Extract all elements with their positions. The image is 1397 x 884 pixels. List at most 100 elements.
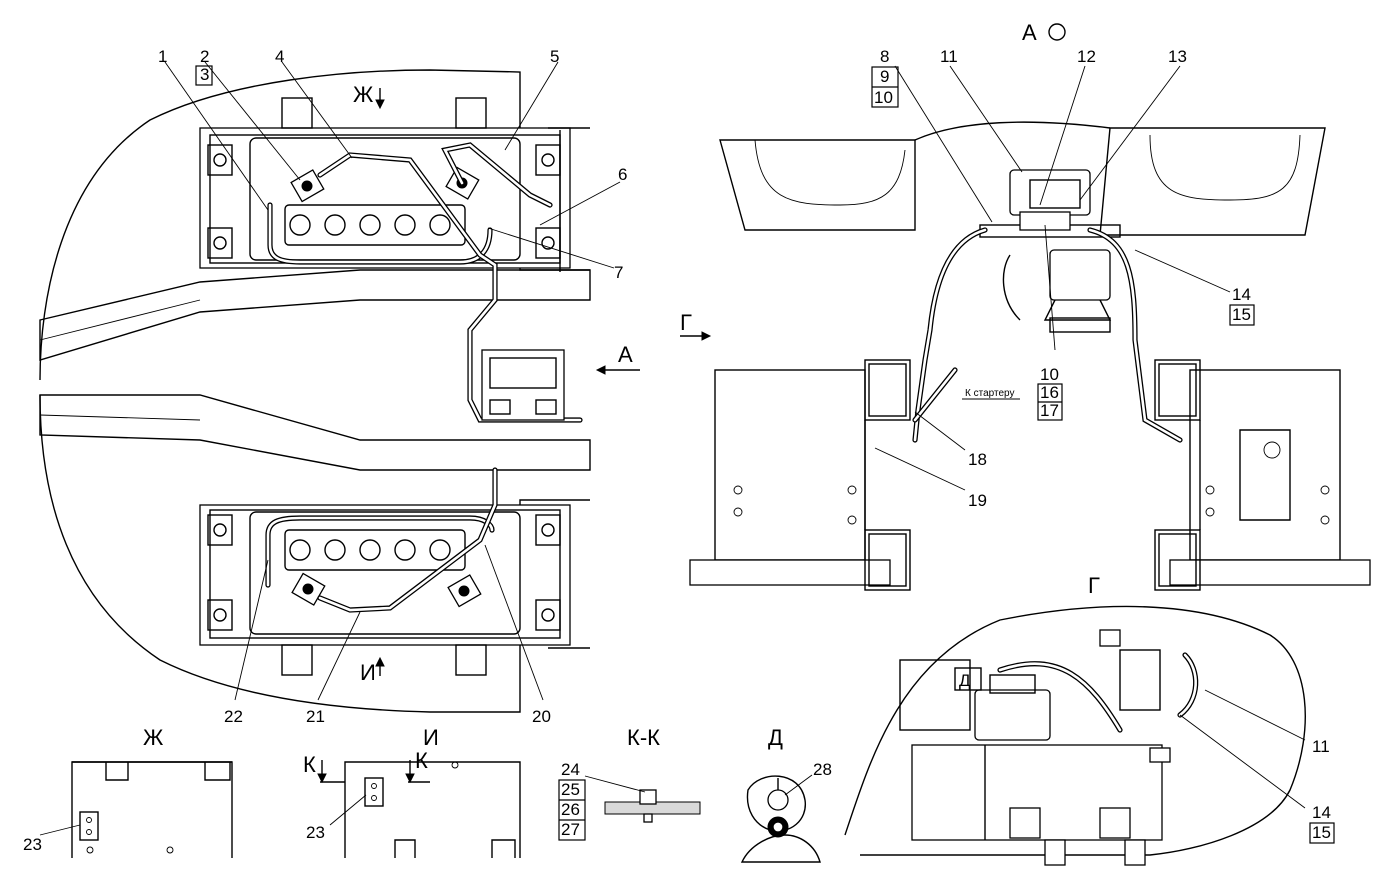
callout-1: 1 xyxy=(158,47,167,66)
frame-rail-top xyxy=(39,269,591,361)
callout-4: 4 xyxy=(275,47,284,66)
arrow-g-head xyxy=(701,331,712,341)
cut-k-left: К xyxy=(303,752,316,777)
callout-11b: 11 xyxy=(1312,737,1330,756)
ground-switch-top xyxy=(489,357,557,389)
mount-bracket xyxy=(1239,429,1291,521)
view-zh-arrow-label: Ж xyxy=(353,82,374,107)
fender-left xyxy=(719,139,916,231)
rail-line xyxy=(39,414,201,421)
view-zh-drawing xyxy=(39,761,233,858)
rail-line xyxy=(39,299,201,341)
view-labels: А Г Г Ж И Ж И К-К Д Д А К К К стартеру xyxy=(143,20,1100,777)
callout-12: 12 xyxy=(1077,47,1096,66)
battery-installation-view xyxy=(39,61,712,713)
rail-section-right-bot xyxy=(1154,529,1201,591)
view-i-drawing xyxy=(317,760,521,858)
callout-17: 17 xyxy=(1040,401,1059,420)
lower-battery-box xyxy=(199,504,571,646)
callout-23b: 23 xyxy=(306,823,325,842)
upper-terminal-left xyxy=(290,169,325,203)
callout-8: 8 xyxy=(880,47,889,66)
body-contour-lower xyxy=(39,394,590,713)
callout-20: 20 xyxy=(532,707,551,726)
frame-plate-left xyxy=(714,369,866,561)
callout-16: 16 xyxy=(1040,383,1059,402)
callout-5: 5 xyxy=(550,47,559,66)
lower-battery-inner xyxy=(209,509,561,639)
upper-mount-left xyxy=(281,97,313,129)
callout-15b: 15 xyxy=(1312,823,1331,842)
leaders-view-a xyxy=(874,65,1231,491)
callout-24: 24 xyxy=(561,760,580,779)
view-d-marker xyxy=(954,667,982,691)
view-i-title: И xyxy=(423,725,439,750)
cab-edge xyxy=(914,121,1111,141)
view-a-circle-icon xyxy=(1048,23,1066,41)
lower-mount-right xyxy=(455,644,487,676)
callout-13: 13 xyxy=(1168,47,1187,66)
callout-2: 2 xyxy=(200,47,209,66)
callout-28: 28 xyxy=(813,760,832,779)
callout-26: 26 xyxy=(561,800,580,819)
relay-g xyxy=(974,689,1051,741)
arrow-i-head xyxy=(375,656,385,667)
ground-switch-nut xyxy=(535,399,557,415)
view-zh-title: Ж xyxy=(143,725,164,750)
rail-section-left-bot xyxy=(864,529,911,591)
callout-numbers: 1 2 3 4 5 6 7 8 9 10 11 12 13 14 15 10 1… xyxy=(23,47,1335,854)
frame-rail-bottom xyxy=(39,394,591,471)
lower-mount-left xyxy=(281,644,313,676)
ground-switch-box xyxy=(481,349,565,421)
upper-battery-cells xyxy=(284,204,466,246)
plate-holes xyxy=(733,441,1330,525)
leaders-view-g xyxy=(1179,689,1306,809)
relay-body xyxy=(1049,249,1111,301)
frame-plate-right xyxy=(1189,369,1341,561)
engine-side xyxy=(899,659,971,731)
callout-6: 6 xyxy=(618,165,627,184)
upper-cell-caps xyxy=(289,214,451,236)
callout-19: 19 xyxy=(968,491,987,510)
lower-terminal-right xyxy=(447,574,482,608)
body-contour xyxy=(39,69,590,381)
upper-mount-right xyxy=(455,97,487,129)
callout-3: 3 xyxy=(200,65,209,84)
arrow-zh-head xyxy=(375,99,385,110)
callout-14b: 14 xyxy=(1312,803,1331,822)
callout-21: 21 xyxy=(306,707,325,726)
leaders-left xyxy=(164,61,621,701)
lower-clamps xyxy=(207,514,561,631)
view-d-marker-label: Д xyxy=(959,671,971,690)
view-a-arrow-label: А xyxy=(618,342,633,367)
callout-25: 25 xyxy=(561,780,580,799)
rail-section-right-top xyxy=(1154,359,1201,421)
upper-battery-box xyxy=(199,127,571,269)
rail-section-left-top xyxy=(864,359,911,421)
callout-7: 7 xyxy=(614,263,623,282)
callout-22: 22 xyxy=(224,707,243,726)
view-g-arrow-label: Г xyxy=(680,310,692,335)
view-g-contour xyxy=(844,605,1306,856)
callout-10: 10 xyxy=(874,88,893,107)
view-a-title: А xyxy=(1022,20,1037,45)
callout-23a: 23 xyxy=(23,835,42,854)
view-g-drawing xyxy=(844,605,1306,866)
view-i-arrow-label: И xyxy=(360,660,376,685)
callout-11: 11 xyxy=(940,47,958,66)
callout-14: 14 xyxy=(1232,285,1251,304)
lower-terminal-left xyxy=(291,572,326,606)
to-starter-note: К стартеру xyxy=(965,388,1014,399)
callout-9: 9 xyxy=(880,67,889,86)
callout-27: 27 xyxy=(561,820,580,839)
callout-15: 15 xyxy=(1232,305,1251,324)
callout-10b: 10 xyxy=(1040,365,1059,384)
ground-switch-nut xyxy=(489,399,511,415)
view-d-drawing xyxy=(740,774,821,863)
view-kk-drawing xyxy=(584,775,701,823)
view-a-drawing xyxy=(689,65,1371,591)
callout-18: 18 xyxy=(968,450,987,469)
view-g-title: Г xyxy=(1088,573,1100,598)
lower-battery xyxy=(249,511,521,635)
